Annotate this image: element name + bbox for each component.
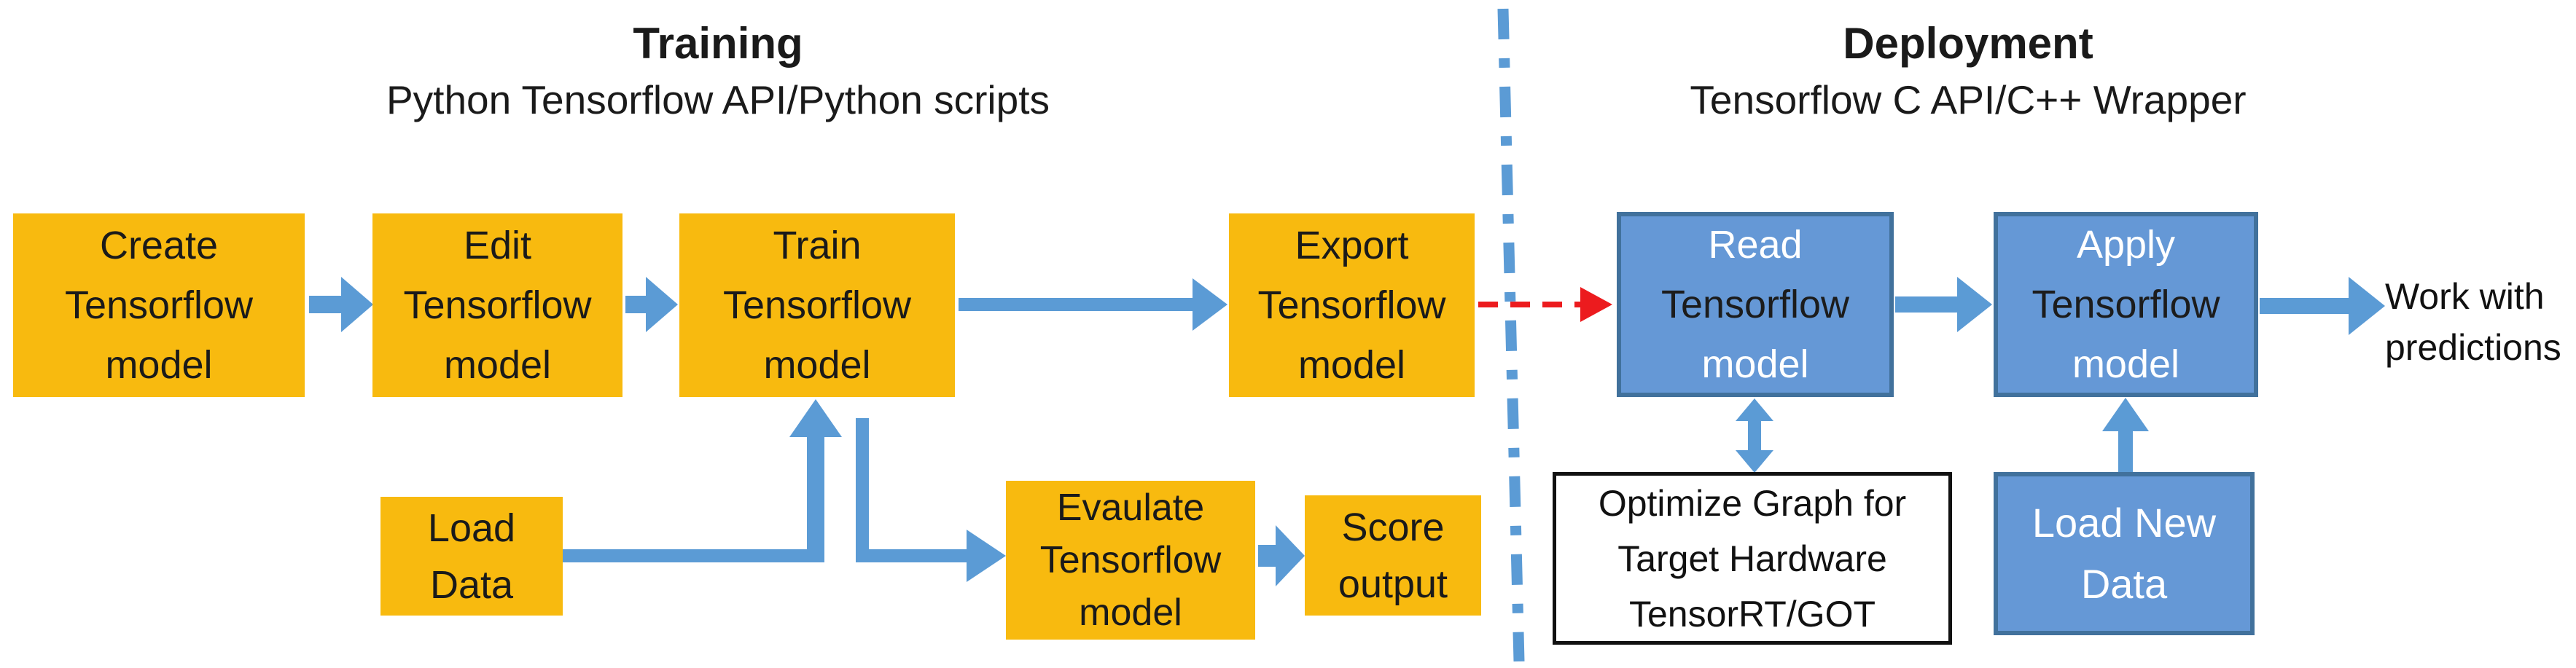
box-load-data: Load Data bbox=[380, 497, 563, 616]
arrow-read-optimize-bidirectional bbox=[1736, 398, 1773, 473]
arrow-apply-to-predictions bbox=[2260, 277, 2385, 335]
box-label-line: Data bbox=[2080, 561, 2168, 607]
arrow-train-to-export bbox=[959, 278, 1227, 331]
box-label-line: model bbox=[443, 343, 552, 387]
box-label-line: Score bbox=[1341, 505, 1445, 549]
box-load-new-data: Load New Data bbox=[1994, 472, 2255, 635]
box-label-line: model bbox=[105, 343, 213, 387]
box-apply-tensorflow-model: Apply Tensorflow model bbox=[1994, 212, 2258, 397]
box-edit-tensorflow-model: Edit Tensorflow model bbox=[372, 213, 622, 397]
box-label-line: Apply bbox=[2076, 223, 2176, 267]
box-label-line: Create bbox=[99, 224, 219, 267]
box-label-line: Load New bbox=[2031, 500, 2217, 546]
box-label-line: Target Hardware bbox=[1617, 538, 1887, 579]
arrow-evaluate-to-score bbox=[1258, 525, 1305, 586]
box-label-line: Tensorflow bbox=[1660, 283, 1850, 326]
box-label-line: Train bbox=[773, 224, 862, 267]
connector-load-data-to-train bbox=[563, 399, 842, 562]
box-label-line: Tensorflow bbox=[1039, 539, 1222, 581]
box-label-line: Tensorflow bbox=[64, 283, 254, 327]
box-evaluate-tensorflow-model: Evaulate Tensorflow model bbox=[1006, 481, 1255, 640]
training-section-header: Training Python Tensorflow API/Python sc… bbox=[208, 15, 1228, 127]
arrow-read-to-apply bbox=[1895, 277, 1992, 332]
box-label-line: output bbox=[1338, 562, 1448, 606]
box-label-line: Read bbox=[1708, 223, 1803, 267]
connector-train-to-evaluate bbox=[856, 418, 1006, 582]
box-label-line: Evaulate bbox=[1056, 487, 1205, 529]
box-label-line: model bbox=[1079, 592, 1182, 634]
deployment-section-header: Deployment Tensorflow C API/C++ Wrapper bbox=[1531, 15, 2405, 127]
box-read-tensorflow-model: Read Tensorflow model bbox=[1617, 212, 1894, 397]
arrow-edit-to-train bbox=[625, 277, 678, 332]
arrow-load-new-data-to-apply bbox=[2102, 398, 2149, 472]
box-label-line: Optimize Graph for bbox=[1598, 482, 1907, 524]
training-subtitle: Python Tensorflow API/Python scripts bbox=[386, 77, 1050, 122]
box-label-line: Tensorflow bbox=[722, 283, 912, 327]
box-train-tensorflow-model: Train Tensorflow model bbox=[679, 213, 955, 397]
arrow-create-to-edit bbox=[309, 277, 373, 332]
box-score-output: Score output bbox=[1305, 495, 1481, 616]
training-title: Training bbox=[633, 19, 803, 68]
label-line: predictions bbox=[2385, 327, 2561, 368]
box-label-line: Data bbox=[429, 562, 514, 607]
box-optimize-graph: Optimize Graph for Target Hardware Tenso… bbox=[1553, 472, 1952, 645]
box-label-line: Load bbox=[427, 506, 516, 550]
box-label-line: model bbox=[763, 343, 871, 387]
box-create-tensorflow-model: Create Tensorflow model bbox=[13, 213, 305, 397]
box-label-line: model bbox=[1297, 343, 1406, 387]
box-export-tensorflow-model: Export Tensorflow model bbox=[1229, 213, 1475, 397]
box-label-line: Edit bbox=[463, 224, 532, 267]
box-label-line: model bbox=[2072, 342, 2180, 386]
label-line: Work with bbox=[2385, 276, 2545, 317]
box-label-line: Tensorflow bbox=[1257, 283, 1446, 327]
work-with-predictions-label: Work with predictions bbox=[2385, 271, 2576, 373]
deployment-subtitle: Tensorflow C API/C++ Wrapper bbox=[1690, 77, 2247, 122]
arrow-export-to-read-dashed bbox=[1478, 287, 1612, 322]
box-label-line: TensorRT/GOT bbox=[1628, 593, 1876, 634]
box-label-line: Export bbox=[1295, 224, 1409, 267]
section-divider-line bbox=[1497, 8, 1525, 662]
box-label-line: Tensorflow bbox=[2031, 283, 2220, 326]
box-label-line: Tensorflow bbox=[403, 283, 592, 327]
deployment-title: Deployment bbox=[1843, 19, 2093, 68]
box-label-line: model bbox=[1701, 342, 1809, 386]
